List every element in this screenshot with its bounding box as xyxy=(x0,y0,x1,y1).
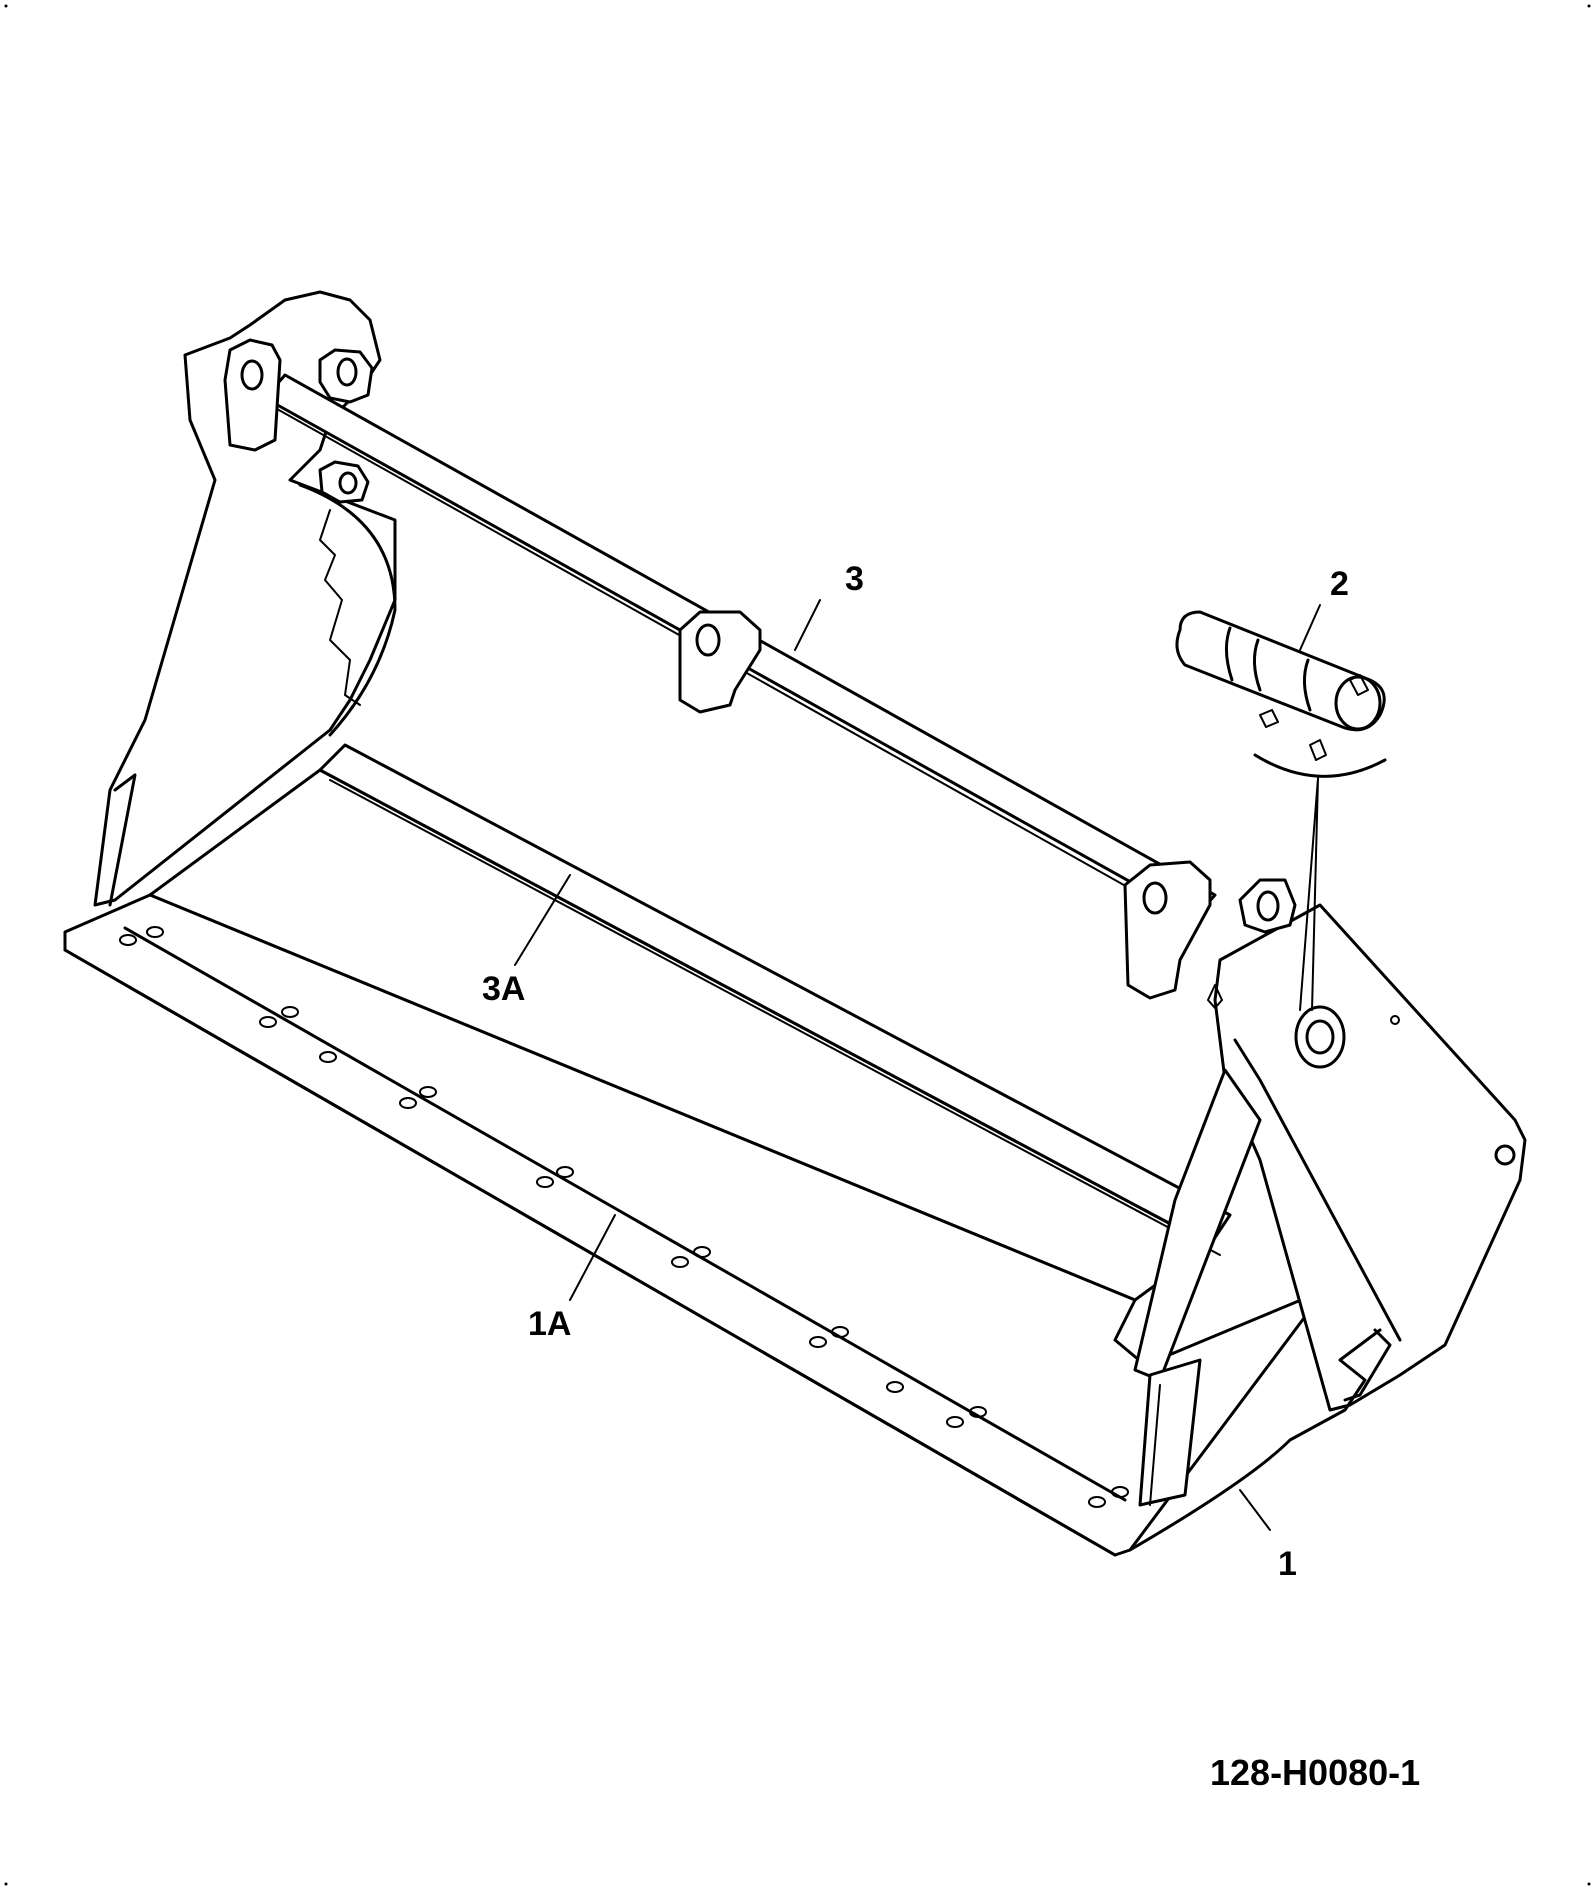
leader-lines xyxy=(514,599,1321,1531)
pin-nut xyxy=(1259,709,1279,728)
right-bracket-hole xyxy=(1142,881,1168,915)
left-shaft-bracket xyxy=(223,338,282,452)
left-wear-strip xyxy=(108,773,137,907)
right-plate-lower-curve xyxy=(1128,1328,1382,1552)
hole xyxy=(259,1016,277,1028)
hole xyxy=(1088,1496,1106,1508)
left-side-curve xyxy=(298,483,397,737)
right-inner-wall xyxy=(1133,1068,1262,1382)
hole xyxy=(399,1097,417,1109)
left-lower-lug-hole xyxy=(338,471,358,495)
leader-2 xyxy=(1299,604,1321,651)
bucket-body xyxy=(63,290,1527,1557)
hole xyxy=(809,1336,827,1348)
left-serrated-edge xyxy=(319,509,361,706)
hole xyxy=(969,1406,987,1418)
cutting-edge-holes xyxy=(119,926,1129,1508)
hole xyxy=(119,934,137,946)
pin-groove-1 xyxy=(1225,626,1234,682)
callout-1: 1 xyxy=(1278,1545,1297,1583)
center-shaft-bracket xyxy=(678,610,762,714)
right-wear-strip-edge xyxy=(1149,1384,1161,1506)
hole xyxy=(419,1086,437,1098)
leader-3a xyxy=(514,874,571,966)
left-side-plate xyxy=(93,290,397,907)
hole xyxy=(693,1246,711,1258)
pin-bolt-upper xyxy=(1349,674,1369,696)
corner-dot-top-right xyxy=(1587,4,1591,8)
bucket-back-wall xyxy=(318,743,1232,1247)
hole xyxy=(671,1256,689,1268)
cutting-edge-inner-line xyxy=(123,926,1127,1502)
corner-dot-top-left xyxy=(4,4,8,8)
right-plate-inner-edge xyxy=(1233,1038,1402,1342)
left-upper-lug-hole xyxy=(336,357,358,387)
drawing-number: 128-H0080-1 xyxy=(1210,1752,1420,1793)
center-bracket-hole xyxy=(695,623,721,657)
left-upper-lug xyxy=(318,348,374,404)
hole xyxy=(319,1051,337,1063)
back-wall-crease xyxy=(329,779,1221,1256)
hole xyxy=(831,1326,849,1338)
right-lower-lip xyxy=(1343,1328,1392,1402)
assembly-arc xyxy=(1253,753,1387,778)
cutting-edge-bottom xyxy=(63,948,1117,1557)
assembly-guide-wedge xyxy=(1299,777,1319,1011)
left-lower-lug xyxy=(318,460,370,504)
grease-nipple xyxy=(1207,984,1223,1009)
pin-assembly xyxy=(1175,610,1387,1011)
right-wear-strip xyxy=(1138,1358,1202,1507)
leader-1a xyxy=(569,1214,616,1301)
callout-labels: 3 2 3A 1A 1 xyxy=(482,560,1349,1583)
right-shaft-bracket xyxy=(1123,860,1212,1000)
leader-1 xyxy=(1239,1489,1271,1531)
right-pivot-boss xyxy=(1294,1005,1346,1069)
hole xyxy=(536,1176,554,1188)
hole xyxy=(1111,1486,1129,1498)
callout-3a: 3A xyxy=(482,970,525,1008)
right-end-boss xyxy=(1238,878,1297,934)
hole xyxy=(146,926,164,938)
right-boss-hole xyxy=(1256,890,1280,922)
hole xyxy=(886,1381,904,1393)
right-plate-hole xyxy=(1494,1144,1516,1166)
callout-3: 3 xyxy=(845,560,864,598)
pin-body xyxy=(1175,610,1386,732)
corner-marks xyxy=(4,4,1591,1886)
pin-groove-3 xyxy=(1303,658,1312,712)
pin-groove-2 xyxy=(1253,638,1262,692)
hole xyxy=(946,1416,964,1428)
corner-dot-bottom-left xyxy=(4,1882,8,1886)
right-plate-small-hole xyxy=(1390,1015,1400,1025)
cross-shaft xyxy=(223,338,1346,1069)
leader-3 xyxy=(794,599,821,651)
callout-2: 2 xyxy=(1330,565,1349,603)
left-bracket-hole xyxy=(240,359,264,391)
right-pivot-hole xyxy=(1305,1019,1335,1055)
corner-dot-bottom-right xyxy=(1587,1882,1591,1886)
hole xyxy=(281,1006,299,1018)
pin-bolt-lower xyxy=(1309,739,1327,761)
hole xyxy=(556,1166,574,1178)
callout-1a: 1A xyxy=(528,1305,571,1343)
